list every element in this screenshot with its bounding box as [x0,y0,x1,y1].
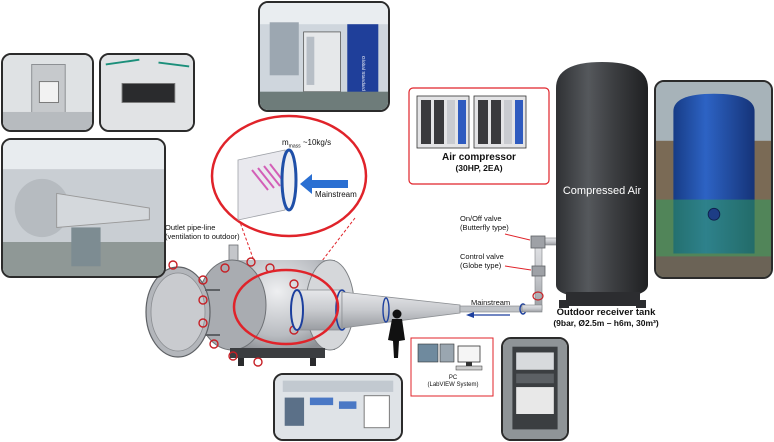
outlet-pipe-label-line2: (ventilation to outdoor) [165,231,240,241]
inset-plate [237,148,298,221]
outlet-pipe-label: Outlet pipe-line (ventilation to outdoor… [165,223,240,241]
pc-label-system: (LabVIEW System) [427,381,479,388]
mass-flow-symbol: m [282,138,289,147]
air-compressor-title: Air compressor [442,152,516,163]
photo-control-rack [501,337,569,441]
photo-duct-interior [99,53,195,132]
air-compressor-callout [408,87,550,185]
air-compressor-spec: (30HP, 2EA) [455,162,503,173]
mass-flow-label: mmass ~10kg/s [282,138,331,150]
globe-valve [531,265,546,277]
pc-label-title: PC [448,375,458,381]
zoom-leader-right [304,217,356,284]
nozzle-section [290,289,527,331]
onoff-arrow [504,233,531,241]
control-valve-label: Control valve (Globe type) [460,252,504,270]
photo-labview-screen [273,373,403,441]
operator-figure [388,309,405,358]
mass-flow-subscript: mass [288,143,301,150]
mass-flow-value: ~10kg/s [302,138,332,147]
photo-lab-facility [1,138,166,278]
receiver-tank [556,62,648,308]
outlet-pipe-label-line1: Outlet pipe-line [165,223,216,232]
receiver-tank-title: Outdoor receiver tank [556,307,656,318]
photo-blue-tank [654,80,773,279]
chamber-highlight [232,268,340,346]
compressed-air-label: Compressed Air [562,185,642,197]
valve-handles [168,257,299,367]
onoff-valve-label: On/Off valve (Butterfly type) [460,214,509,232]
pc-label: PC (LabVIEW System) [422,375,484,389]
receiver-tank-spec: (9bar, Ø2.5m – h6m, 30m³) [553,317,659,328]
mainstream-pipe-label: Mainstream [471,298,511,307]
receiver-tank-label: Outdoor receiver tank (9bar, Ø2.5m – h6m… [541,307,671,329]
supply-piping [521,235,559,313]
compressor-brand-text: Global Standard Air [360,56,366,98]
pc-callout [410,337,494,397]
mainstream-pipe-arrow [466,312,510,318]
photo-duct-exterior [1,53,94,132]
mainstream-inset-label: Mainstream [315,190,357,199]
butterfly-valve [530,235,546,249]
photo-compressor-room: Global Standard Air [258,1,390,112]
control-arrow [504,265,532,271]
mainstream-inset-arrow [300,174,348,194]
air-compressor-label: Air compressor (30HP, 2EA) [413,152,545,173]
